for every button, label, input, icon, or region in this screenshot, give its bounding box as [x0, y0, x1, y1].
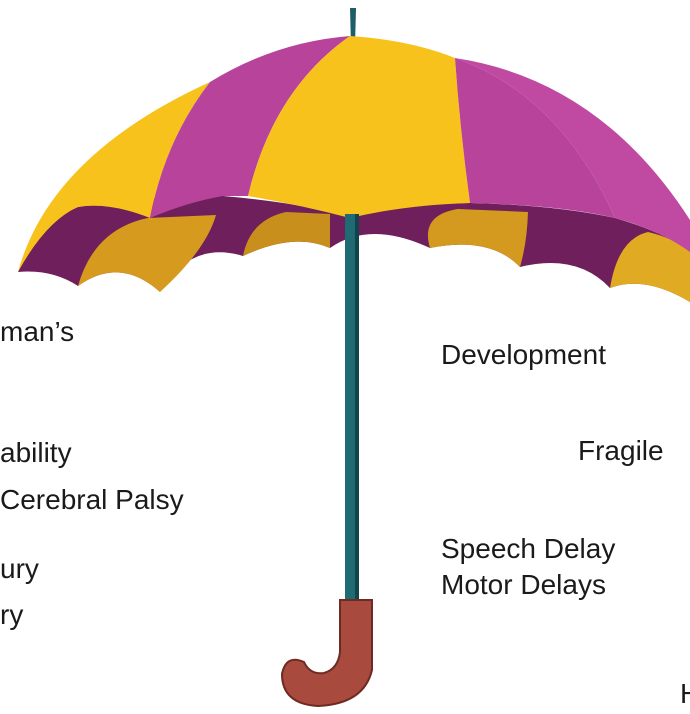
right-label-2: Fragile — [578, 435, 664, 466]
umbrella-shaft-shadow — [355, 214, 359, 604]
right-label-1: Development — [441, 339, 606, 370]
canopy-segment-4 — [455, 58, 615, 218]
canopy-segment-2 — [150, 36, 350, 218]
left-label-5: ry — [0, 599, 24, 630]
left-label-3: Cerebral Palsy — [0, 484, 184, 515]
canopy-under-yellow-4 — [610, 232, 690, 302]
right-label-3: Speech Delay — [441, 533, 616, 564]
canopy-segment-3 — [248, 36, 470, 218]
canopy-segment-5 — [455, 58, 690, 252]
left-label-1: man’s — [0, 316, 75, 347]
right-label-5: H — [680, 680, 690, 708]
canopy-under-yellow-3 — [427, 209, 528, 267]
canopy-segment-1 — [18, 82, 210, 272]
canopy-under-yellow-1 — [78, 215, 216, 292]
right-label-4: Motor Delays — [441, 569, 606, 600]
canopy-under-yellow-2 — [243, 212, 330, 256]
left-label-2: ability — [0, 437, 72, 468]
left-label-4: ury — [0, 553, 39, 584]
umbrella-handle — [280, 599, 373, 708]
